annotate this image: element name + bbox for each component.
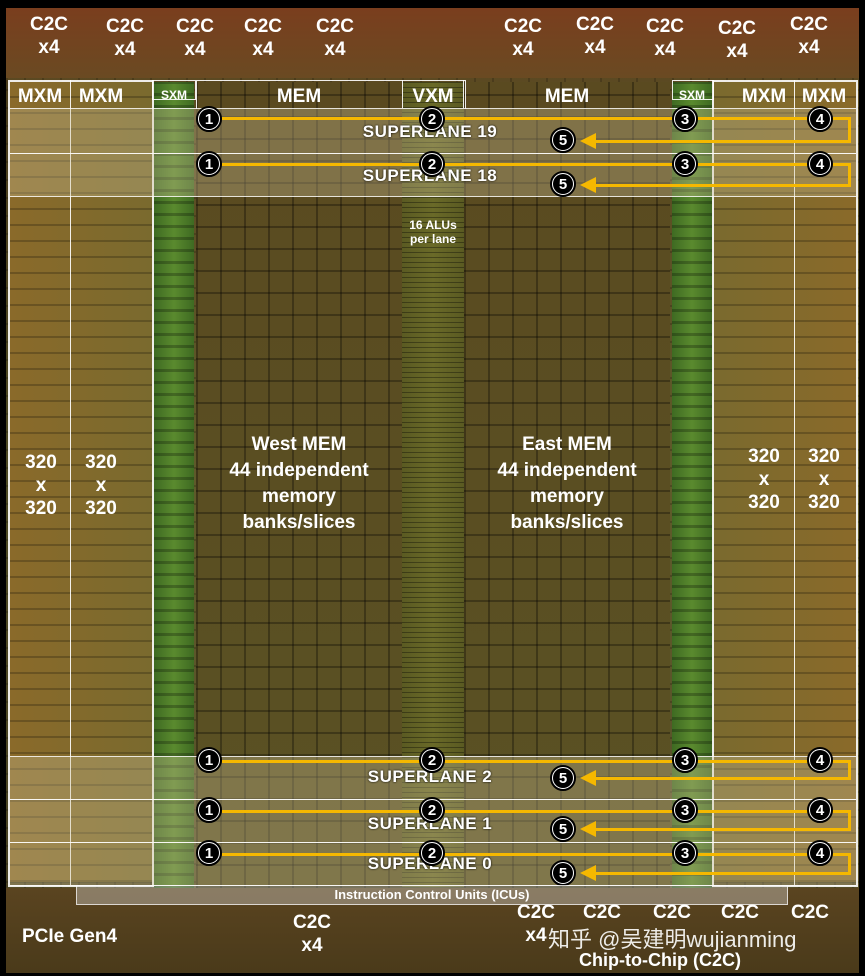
chip-to-chip-label: Chip-to-Chip (C2C) <box>579 950 741 970</box>
step-badge-4: 4 <box>807 106 833 132</box>
step-badge-2: 2 <box>419 747 445 773</box>
arrowhead-18 <box>580 177 596 193</box>
vxm-divider-right <box>463 80 465 108</box>
flow-eastbound-1 <box>222 810 850 813</box>
step-badge-3: 3 <box>672 797 698 823</box>
step-badge-5: 5 <box>550 765 576 791</box>
arrowhead-19 <box>580 133 596 149</box>
mxm-east-divider <box>794 80 796 885</box>
vxm-divider-left <box>402 80 404 108</box>
sxm-east-header-box <box>672 80 714 100</box>
step-badge-2: 2 <box>419 151 445 177</box>
step-badge-3: 3 <box>672 747 698 773</box>
icu-bar: Instruction Control Units (ICUs) <box>76 885 788 905</box>
mxm-west-block <box>10 82 152 882</box>
flow-westbound-2 <box>592 777 851 780</box>
step-badge-1: 1 <box>196 151 222 177</box>
step-badge-4: 4 <box>807 747 833 773</box>
step-badge-1: 1 <box>196 106 222 132</box>
flow-eastbound-2 <box>222 760 850 763</box>
bottom-c2c-3: C2C <box>652 902 691 923</box>
sxm-west-header-box <box>152 80 196 100</box>
header-mem-west: MEM <box>276 86 322 107</box>
mxm-east-outline <box>712 80 858 887</box>
mxm-west-divider <box>70 80 72 885</box>
mxm-east-block <box>714 82 856 882</box>
step-badge-2: 2 <box>419 797 445 823</box>
bottom-c2c-5: C2C <box>790 902 829 923</box>
superlane-1-label: SUPERLANE 1 <box>367 814 493 833</box>
flow-turn-0 <box>848 853 851 875</box>
step-badge-4: 4 <box>807 840 833 866</box>
flow-turn-19 <box>848 117 851 143</box>
step-badge-4: 4 <box>807 151 833 177</box>
watermark: 知乎 @吴建明wujianming <box>548 927 797 952</box>
flow-westbound-19 <box>592 140 851 143</box>
header-mxm-west-1: MXM <box>17 86 63 107</box>
step-badge-5: 5 <box>550 816 576 842</box>
step-badge-4: 4 <box>807 797 833 823</box>
bottom-io-bar <box>6 888 859 973</box>
step-badge-1: 1 <box>196 747 222 773</box>
superlane-2-label: SUPERLANE 2 <box>367 767 493 786</box>
mem-vxm-header-box <box>196 80 466 109</box>
header-sxm-west: SXM <box>160 88 187 102</box>
header-vxm: VXM <box>412 86 454 107</box>
flow-turn-18 <box>848 163 851 187</box>
header-mem-east: MEM <box>544 86 590 107</box>
flow-turn-1 <box>848 810 851 831</box>
flow-turn-2 <box>848 760 851 780</box>
header-mxm-east-1: MXM <box>741 86 787 107</box>
flow-eastbound-0 <box>222 853 850 856</box>
step-badge-1: 1 <box>196 840 222 866</box>
mxm-west-outline <box>8 80 154 887</box>
header-mxm-west-2: MXM <box>78 86 124 107</box>
arrowhead-2 <box>580 770 596 786</box>
flow-westbound-0 <box>592 872 851 875</box>
step-badge-3: 3 <box>672 106 698 132</box>
mem-west-block <box>196 82 402 888</box>
flow-eastbound-18 <box>222 163 850 166</box>
bottom-c2c-4: C2C <box>720 902 759 923</box>
arrowhead-1 <box>580 821 596 837</box>
step-badge-3: 3 <box>672 151 698 177</box>
step-badge-1: 1 <box>196 797 222 823</box>
sxm-west-block <box>154 82 194 888</box>
step-badge-5: 5 <box>550 127 576 153</box>
mem-east-block <box>464 82 670 888</box>
flow-westbound-1 <box>592 828 851 831</box>
arrowhead-0 <box>580 865 596 881</box>
step-badge-5: 5 <box>550 171 576 197</box>
step-badge-5: 5 <box>550 860 576 886</box>
bottom-c2c-2: C2C <box>582 902 621 923</box>
step-badge-2: 2 <box>419 840 445 866</box>
flow-eastbound-19 <box>222 117 850 120</box>
header-sxm-east: SXM <box>678 88 705 102</box>
step-badge-3: 3 <box>672 840 698 866</box>
header-mxm-east-2: MXM <box>801 86 847 107</box>
top-c2c-bar <box>6 8 859 78</box>
flow-westbound-18 <box>592 184 851 187</box>
step-badge-2: 2 <box>419 106 445 132</box>
pcie-label: PCIe Gen4 <box>22 926 118 947</box>
